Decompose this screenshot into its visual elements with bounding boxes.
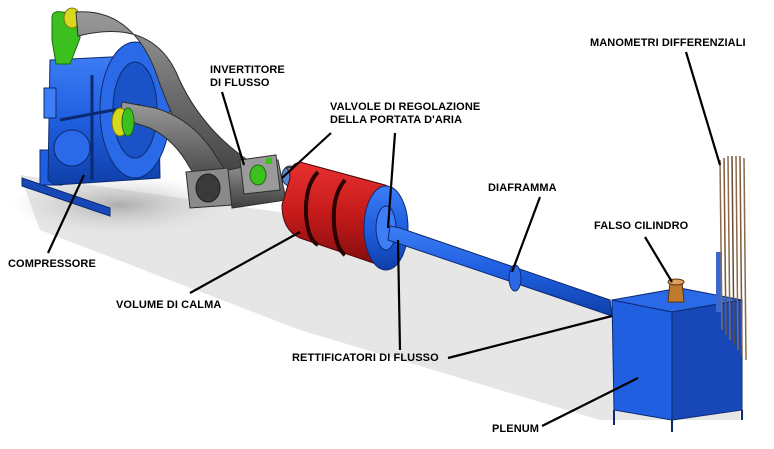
leader-diaframma <box>510 196 542 273</box>
manometer-tube <box>739 155 743 356</box>
leader-manometri <box>684 51 722 166</box>
leader-invertitore <box>220 91 246 166</box>
label-valvole-line1: VALVOLE DI REGOLAZIONE <box>330 101 481 113</box>
manometer-tube <box>719 159 723 331</box>
manometer-tube <box>723 157 727 336</box>
differential-manometers <box>716 155 747 361</box>
compressor-base <box>21 177 111 217</box>
inverter-port-left <box>195 173 221 203</box>
chamber-band <box>303 170 320 247</box>
compressor-hub <box>53 129 91 167</box>
leader-rettificatori-a <box>396 239 402 351</box>
manometer-tube <box>731 155 735 346</box>
label-volume-calma: VOLUME DI CALMA <box>116 299 222 311</box>
floor-shadow <box>20 175 740 420</box>
label-invertitore: INVERTITORE DI FLUSSO <box>210 64 285 90</box>
label-diaframma: DIAFRAMMA <box>488 182 557 194</box>
plenum-side <box>671 299 743 421</box>
label-valvole: VALVOLE DI REGOLAZIONE DELLA PORTATA D'A… <box>330 101 480 127</box>
chamber-band <box>331 178 347 257</box>
outlet-pipe <box>119 101 231 191</box>
label-invertitore-line1: INVERTITORE <box>210 64 285 76</box>
leader-valvole-2 <box>386 132 397 229</box>
label-invertitore-line2: DI FLUSSO <box>210 77 270 89</box>
leader-lines <box>47 51 722 427</box>
outlet-green-ring <box>121 107 135 137</box>
flow-inverter <box>185 154 287 209</box>
manometer-tube <box>735 155 739 351</box>
leader-compressore <box>47 174 85 254</box>
leader-valvole <box>281 132 332 179</box>
label-plenum: PLENUM <box>492 423 540 435</box>
leader-falso-cilindro <box>644 236 673 283</box>
floor-shadow-blob <box>10 175 230 235</box>
inverter-green-tab <box>266 158 272 164</box>
label-valvole-line2: DELLA PORTATA D'ARIA <box>330 114 463 126</box>
manometer-board <box>716 252 722 312</box>
manometer-tube <box>743 157 747 361</box>
diaphragm-flange <box>508 264 522 292</box>
settling-chamber <box>281 161 409 271</box>
label-compressore: COMPRESSORE <box>8 258 96 270</box>
compressor-motor <box>43 87 57 119</box>
leader-rettificatori-b <box>447 314 613 360</box>
label-falso-cilindro: FALSO CILINDRO <box>594 220 689 232</box>
leader-plenum <box>541 377 639 427</box>
manometer-tube <box>727 155 731 341</box>
plenum-front <box>611 299 673 421</box>
label-rettificatori: RETTIFICATORI DI FLUSSO <box>292 352 439 364</box>
leader-volume-calma <box>189 231 301 294</box>
label-manometri: MANOMETRI DIFFERENZIALI <box>590 37 746 49</box>
inverter-green-port <box>249 164 267 186</box>
